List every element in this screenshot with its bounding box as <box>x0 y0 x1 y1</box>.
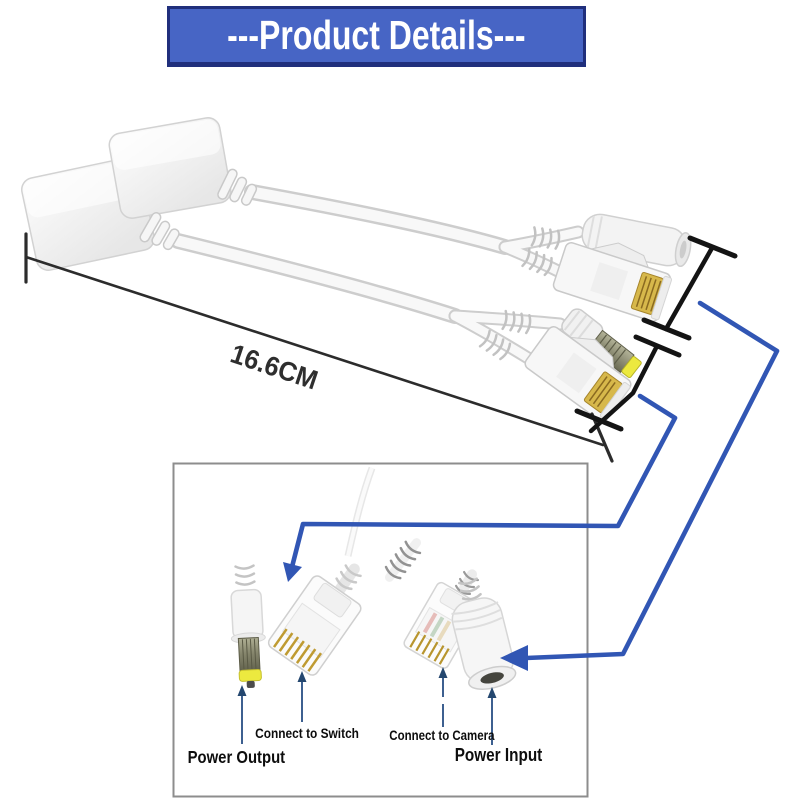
rj45-gold-pins <box>409 631 450 665</box>
blue-callout-arrowheads <box>283 562 528 671</box>
label-power-input: Power Input <box>454 745 542 765</box>
rj45-plug-photo-upper <box>552 242 673 322</box>
length-bracket-lower <box>574 334 682 434</box>
dc-female-jack-detail <box>451 577 517 690</box>
label-pointer-arrowheads <box>237 667 497 698</box>
measurement-line-group <box>24 232 614 463</box>
strain-relief-left <box>139 212 180 251</box>
measurement-tick-right <box>590 412 614 463</box>
arrow-up-icon <box>438 667 448 678</box>
banner-title: ---Product Details--- <box>227 12 526 58</box>
length-bracket-upper <box>641 235 738 341</box>
detail-box <box>172 462 589 798</box>
product-details-banner: ---Product Details--- <box>167 6 586 67</box>
length-brackets <box>574 235 738 434</box>
label-power-output: Power Output <box>187 747 285 767</box>
arrow-up-icon <box>487 687 497 698</box>
arrow-up-icon <box>297 671 307 682</box>
rj45-coupler-right <box>108 117 232 219</box>
dc-plug-yellow-tip <box>238 669 262 682</box>
label-connect-to-switch: Connect to Switch <box>255 725 359 741</box>
jack-socket-hole <box>480 672 504 684</box>
knurled-barrel <box>237 636 261 671</box>
cable-spring-dark <box>384 538 422 582</box>
arrow-up-icon <box>237 685 247 696</box>
blue-callout-lines <box>289 300 780 661</box>
cable-spring <box>234 564 256 586</box>
arrow-down-left-icon <box>283 562 302 582</box>
rj45-switch-detail <box>267 563 362 676</box>
rj45-plug-photo-lower <box>524 326 632 422</box>
cables <box>170 184 585 365</box>
arrow-left-icon <box>500 645 528 671</box>
cable-spring <box>458 577 482 601</box>
dc-plug-pin <box>246 680 255 689</box>
cable-spring <box>335 564 362 591</box>
dc-plug-yellow-tip <box>621 356 642 379</box>
callout-line-connect-switch <box>289 393 678 570</box>
measurement-line <box>24 255 605 447</box>
label-connect-to-camera: Connect to Camera <box>389 728 495 743</box>
strain-relief-right <box>217 168 258 206</box>
stem-ridges <box>478 226 561 361</box>
rj45-gold-pins <box>272 628 323 672</box>
callout-line-power-input <box>523 300 780 661</box>
poe-splitter-photo <box>21 117 692 422</box>
label-pointers <box>241 677 493 745</box>
dc-male-plug-detail <box>230 564 266 689</box>
